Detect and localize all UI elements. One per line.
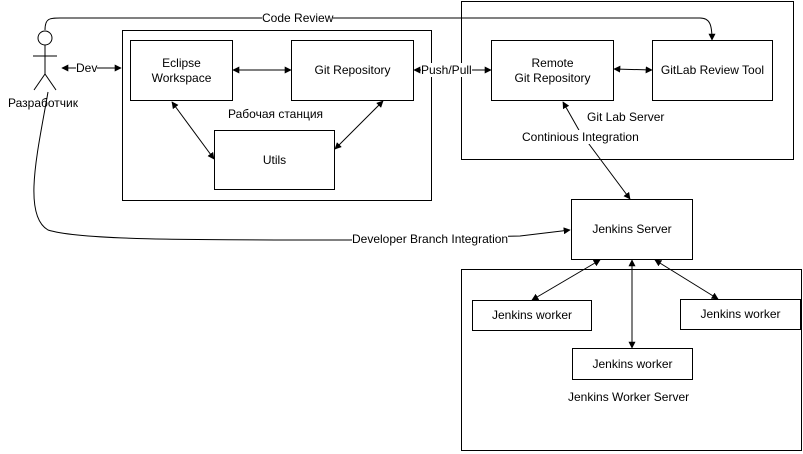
jenkins-worker-bottom-node: Jenkins worker <box>572 348 693 380</box>
jenkins-server-node: Jenkins Server <box>571 199 693 260</box>
developer-branch-integration-label: Developer Branch Integration <box>352 232 509 246</box>
edge-git-utils <box>334 100 384 150</box>
continious-integration-label: Continious Integration <box>522 130 639 144</box>
code-review-label: Code Review <box>262 11 334 25</box>
gitlab-server-group <box>461 1 794 160</box>
workstation-group <box>122 30 432 201</box>
utils-node: Utils <box>214 130 335 190</box>
jenkins-worker-right-node: Jenkins worker <box>680 299 801 330</box>
worker-server-group <box>461 269 802 451</box>
edge-jenkins-worker-left <box>531 259 601 301</box>
eclipse-workspace-node: Eclipse Workspace <box>130 40 233 101</box>
edge-jenkins-worker-right <box>654 259 719 300</box>
push-pull-label: Push/Pull <box>421 63 472 77</box>
workstation-group-label: Рабочая станция <box>228 107 324 121</box>
jenkins-worker-left-node: Jenkins worker <box>472 300 592 331</box>
edge-remote-review <box>613 65 653 74</box>
developer-actor-icon <box>33 30 57 91</box>
edge-code-review <box>44 17 716 41</box>
dev-label: Dev <box>76 61 98 75</box>
gitlab-server-group-label: Git Lab Server <box>587 110 665 124</box>
worker-server-group-label: Jenkins Worker Server <box>568 390 690 404</box>
gitlab-review-tool-node: GitLab Review Tool <box>652 40 773 101</box>
edge-dev-branch <box>33 91 571 241</box>
developer-actor-label: Разработчик <box>8 96 78 110</box>
remote-git-repository-node: Remote Git Repository <box>491 40 614 101</box>
edge-eclipse-utils <box>171 101 215 160</box>
git-repository-node: Git Repository <box>291 40 414 101</box>
